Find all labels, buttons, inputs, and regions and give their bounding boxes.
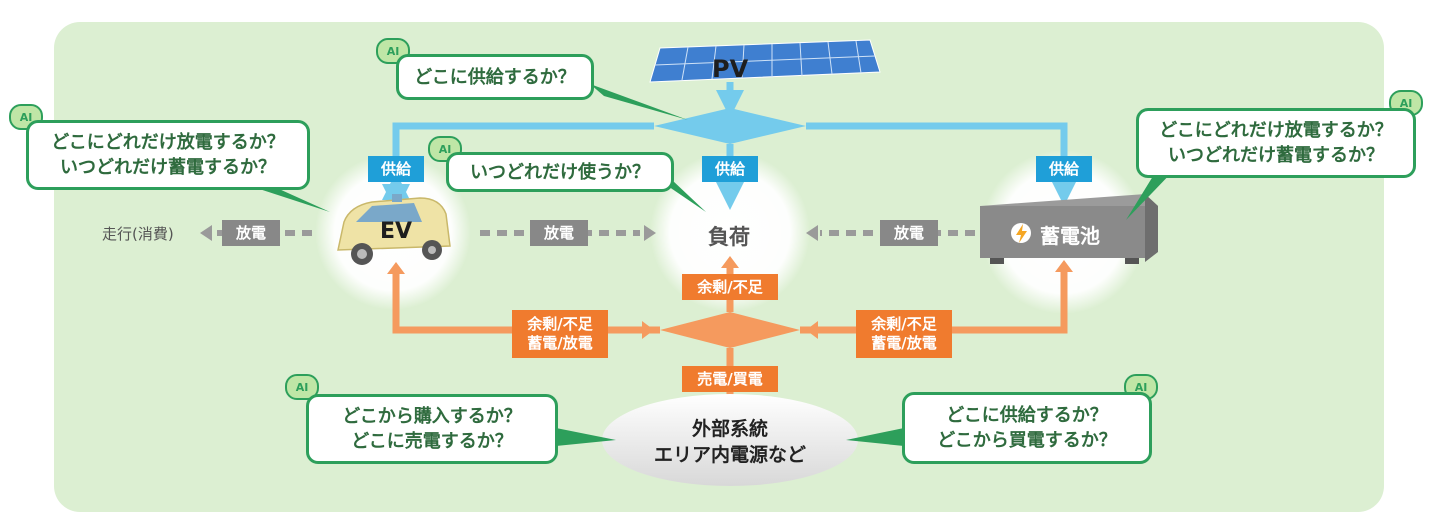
bubble-grid-left-question: どこから購入するか？ どこに売電するか？ — [306, 394, 558, 464]
bubble-grid-left-line2: どこに売電するか？ — [351, 431, 513, 452]
bubble-load-text: いつどれだけ使うか？ — [470, 161, 650, 183]
surplus-shortage-tag-load: 余剰/不足 — [682, 274, 778, 300]
grid-label-line1: 外部系統 — [691, 418, 768, 440]
ai-badge-grid-right: AI — [1124, 374, 1158, 400]
supply-tag-battery: 供給 — [1036, 156, 1092, 182]
bubble-grid-right-line1: どこに供給するか？ — [946, 405, 1108, 426]
battery-exchange-line2: 蓄電/放電 — [871, 334, 937, 352]
external-grid-node — [602, 394, 858, 486]
discharge-tag-battery-load: 放電 — [880, 220, 938, 246]
sell-buy-tag: 売電/買電 — [682, 366, 778, 392]
supply-hub-diamond — [654, 108, 806, 144]
ev-exchange-line1: 余剰/不足 — [527, 315, 593, 333]
pv-label: PV — [712, 55, 749, 83]
grid-label-line2: エリア内電源など — [653, 444, 806, 466]
ev-exchange-line2: 蓄電/放電 — [527, 334, 593, 352]
car-icon — [337, 194, 451, 265]
bubble-ev-line2: いつどれだけ蓄電するか？ — [60, 157, 276, 178]
ai-badge-grid-left: AI — [285, 374, 319, 400]
load-node-glow — [650, 152, 810, 312]
consumption-label: 走行(消費) — [102, 225, 174, 243]
bubble-battery-question: どこにどれだけ放電するか？ いつどれだけ蓄電するか？ — [1136, 108, 1416, 178]
battery-exchange-tag: 余剰/不足 蓄電/放電 — [856, 310, 952, 358]
bubble-ev-question: どこにどれだけ放電するか？ いつどれだけ蓄電するか？ — [26, 120, 310, 190]
supply-tag-ev: 供給 — [368, 156, 424, 182]
bubble-load-question: いつどれだけ使うか？ — [446, 152, 674, 192]
exchange-hub-diamond — [660, 312, 800, 348]
supply-tag-load: 供給 — [702, 156, 758, 182]
bubble-grid-right-line2: どこから買電するか？ — [937, 430, 1117, 451]
battery-exchange-line1: 余剰/不足 — [871, 315, 937, 333]
bubble-battery-line2: いつどれだけ蓄電するか？ — [1168, 145, 1384, 166]
battery-label: 蓄電池 — [1040, 224, 1100, 248]
bubble-ev-line1: どこにどれだけ放電するか？ — [51, 132, 285, 153]
load-label: 負荷 — [708, 225, 750, 249]
ai-badge-pv: AI — [376, 38, 410, 64]
bubble-grid-left-line1: どこから購入するか？ — [342, 406, 522, 427]
grid-label: 外部系統 エリア内電源など — [640, 416, 820, 468]
battery-icon — [980, 194, 1158, 264]
bubble-grid-right-question: どこに供給するか？ どこから買電するか？ — [902, 392, 1152, 464]
discharge-tag-consumption: 放電 — [222, 220, 280, 246]
bubble-pv-text: どこに供給するか？ — [414, 66, 576, 88]
discharge-tag-ev-load: 放電 — [530, 220, 588, 246]
ev-exchange-tag: 余剰/不足 蓄電/放電 — [512, 310, 608, 358]
lightning-icon — [1016, 224, 1027, 243]
solar-panel-icon — [649, 39, 881, 83]
bubble-battery-line1: どこにどれだけ放電するか？ — [1159, 120, 1393, 141]
bubble-pv-question: どこに供給するか？ — [396, 54, 594, 100]
ev-label: EV — [380, 219, 413, 244]
